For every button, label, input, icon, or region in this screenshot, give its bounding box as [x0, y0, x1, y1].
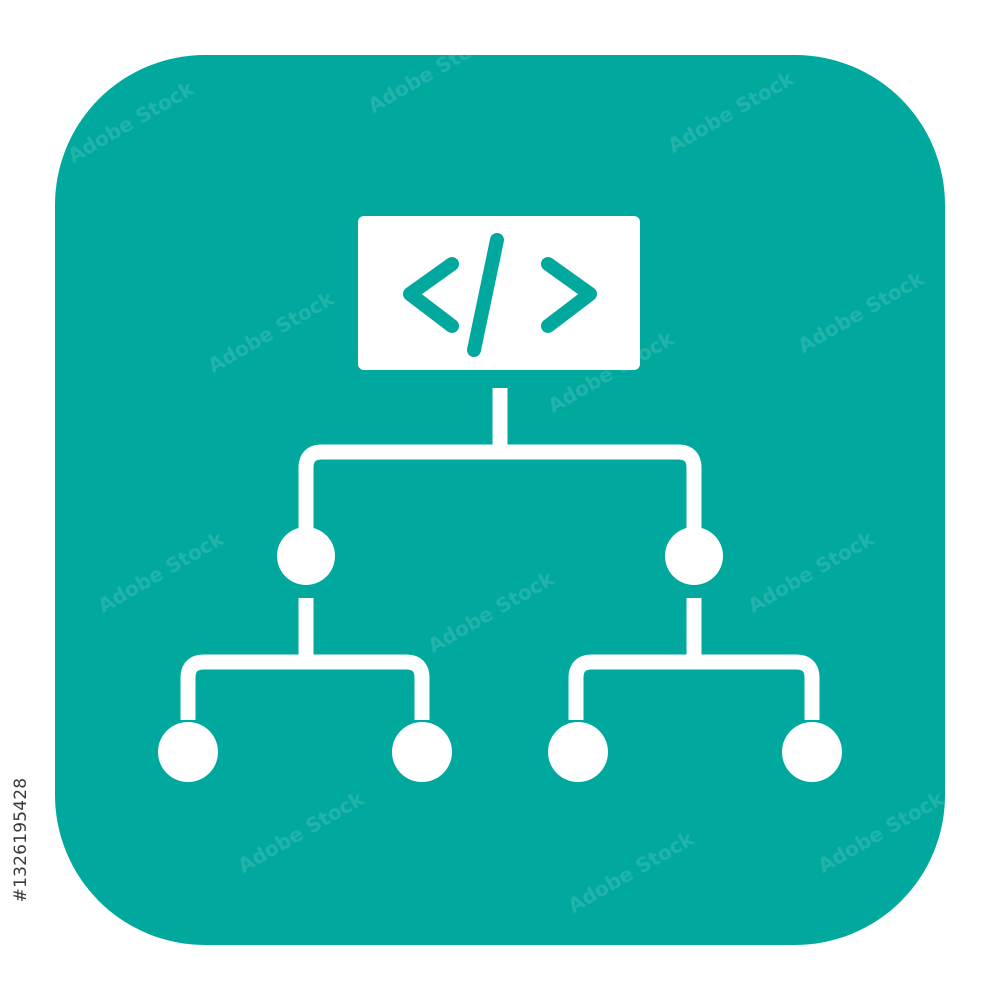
code-brackets-icon [403, 233, 597, 357]
icon-background-tile [55, 55, 945, 945]
hierarchy-connectors [180, 388, 820, 720]
node-level1-right [665, 527, 723, 585]
leaf-node-3 [548, 722, 608, 782]
leaf-node-4 [782, 722, 842, 782]
leaf-node-1 [158, 722, 218, 782]
leaf-node-2 [392, 722, 452, 782]
code-box [358, 216, 640, 370]
node-level1-left [277, 527, 335, 585]
stock-id-label: #1326195428 [11, 777, 31, 903]
